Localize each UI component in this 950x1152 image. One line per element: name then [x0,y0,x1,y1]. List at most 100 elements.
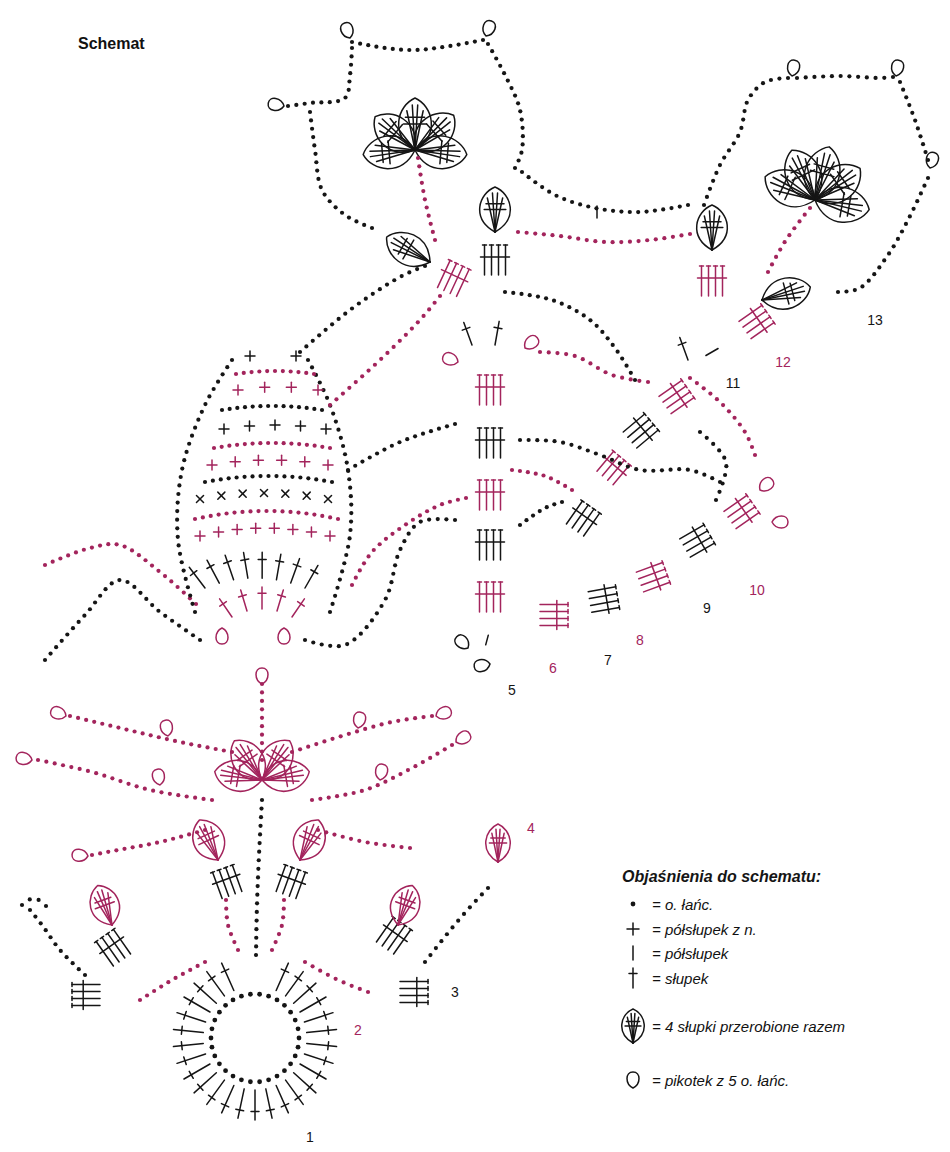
chain-stitch [708,391,712,395]
chain-stitches [316,828,412,850]
single-crochet-symbol [260,382,270,392]
stitch-group [737,302,777,342]
stitch-line [479,480,481,510]
chain-stitches [43,578,202,662]
chain-stitch [231,997,236,1002]
double-crochet-symbol [491,321,503,346]
chain-stitch [257,1079,262,1084]
chain-stitch [349,519,353,523]
chain-stitch [611,240,615,244]
chain-stitch [259,815,263,819]
chain-stitch [82,548,86,552]
single-crochet-symbol [245,421,255,431]
stitch-line [612,450,615,453]
chain-stitches [220,404,324,412]
stitch-line [706,529,708,532]
chain-stitch [266,994,271,999]
stitch-line [249,351,251,361]
legend-symbol [620,1060,648,1100]
chain-stitch [312,512,316,516]
round-number: 8 [634,632,646,648]
stitch-line [481,256,510,258]
chain-stitch [724,464,728,468]
chain-stitch [450,743,454,747]
chain-stitch [416,320,420,324]
chain-stitch [131,845,135,849]
chain-stitch [328,403,332,407]
stitch-line [485,529,489,531]
stitch-group [476,480,505,510]
chain-stitch [94,771,98,775]
stitch-line [282,490,289,497]
picot-symbol [434,705,453,722]
chain-stitch [175,526,179,530]
chain-stitch [440,45,444,49]
single-crochet-symbol [257,486,271,500]
chain-stitch [694,470,698,474]
chain-stitch [722,156,726,160]
chain-stitches [175,358,234,614]
chain-stitches [254,798,264,957]
chain-stitch [83,973,87,977]
chain-stitch [374,842,378,846]
stitch-line [300,997,326,1012]
chain-stitch [332,832,336,836]
cluster-outline [414,134,469,171]
stitch-line [290,766,293,784]
stitch-line [703,523,705,526]
chain-stitch [533,231,537,235]
chain-stitch [350,984,354,988]
chain-stitch [450,925,454,929]
chain-stitch [311,339,315,343]
picot-symbol [49,705,68,722]
chain-stitch [631,902,636,907]
stitch-line [403,123,426,125]
double-crochet-symbol [240,552,252,579]
chain-stitch [379,357,383,361]
chain-stitch [289,404,293,408]
chain-stitch [260,716,264,720]
stitch-line [71,997,73,1001]
picot-symbol [786,59,801,77]
chain-stitch [379,604,383,608]
stitch-line [440,141,442,164]
chain-stitch [453,422,457,426]
stitch-line [689,390,691,393]
chain-stitch [349,837,353,841]
stitch-line [581,500,584,502]
stitch-line [618,606,620,610]
chain-stitch [739,126,743,130]
chain-stitch [116,726,120,730]
chain-stitch [296,511,300,515]
stitch-line [307,986,312,992]
stitch-line [838,172,850,189]
chain-stitch [402,539,406,543]
chain-stitch [506,78,510,82]
chain-stitch [159,790,163,794]
stitch-line [657,429,660,432]
stitch-line [588,587,616,592]
stitch-line [500,582,502,612]
chain-stitch [904,222,908,226]
chain-stitch [637,379,641,383]
chain-stitch [405,717,409,721]
stitch-line [667,574,668,578]
chain-stitch [212,1053,217,1058]
chain-stitch [856,75,860,79]
stitch-line [398,238,407,254]
chain-stitch [602,240,606,244]
single-crochet-symbol [269,523,279,533]
half-double-symbol [596,206,598,218]
chain-stitch [254,936,258,940]
chain-stitch [415,48,419,52]
double-crochet-symbol [234,1088,248,1119]
chain-stitch [538,350,542,354]
stitch-line [706,349,718,356]
stitch-line [632,946,634,960]
stitch-line [493,582,495,612]
stitch-line [484,209,506,211]
chain-stitch [568,235,572,239]
chain-stitch [542,232,546,236]
chain-stitch [266,474,270,478]
stitch-group [481,245,510,275]
